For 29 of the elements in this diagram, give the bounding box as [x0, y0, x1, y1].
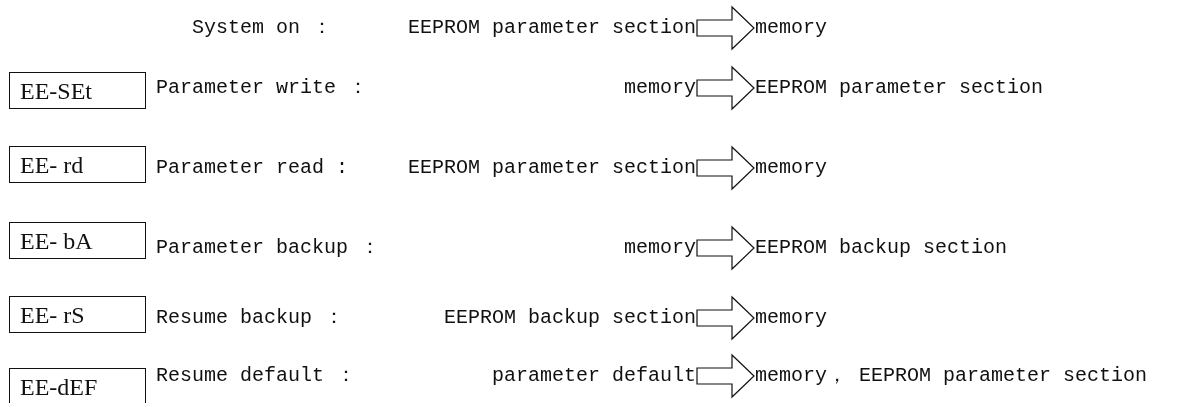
display-code-box: EE-dEF	[9, 368, 146, 403]
source-text: EEPROM backup section	[443, 306, 696, 330]
function-label: Resume default ：	[156, 364, 357, 388]
display-code-box: EE-SEt	[9, 72, 146, 109]
source-text: parameter default	[491, 364, 696, 388]
source-text: EEPROM parameter section	[407, 16, 696, 40]
destination-text: memory	[755, 16, 827, 40]
block-arrow	[696, 353, 755, 399]
function-label: Parameter write ：	[156, 76, 369, 100]
function-label: Parameter read :	[156, 156, 349, 180]
display-code-box: EE- rd	[9, 146, 146, 183]
display-code-box: EE- rS	[9, 296, 146, 333]
function-label: Parameter backup ：	[156, 236, 381, 260]
destination-text: memory	[755, 306, 827, 330]
source-text: memory	[624, 236, 696, 260]
destination-text: EEPROM backup section	[755, 236, 1008, 260]
function-label: System on ：	[192, 16, 333, 40]
source-text: EEPROM parameter section	[407, 156, 696, 180]
block-arrow	[696, 145, 755, 191]
destination-text: memory	[755, 156, 827, 180]
display-code-box: EE- bA	[9, 222, 146, 259]
destination-text: memory， EEPROM parameter section	[755, 364, 1148, 388]
destination-text: EEPROM parameter section	[755, 76, 1044, 100]
block-arrow	[696, 65, 755, 111]
function-label: Resume backup ：	[156, 306, 345, 330]
block-arrow	[696, 5, 755, 51]
block-arrow	[696, 295, 755, 341]
source-text: memory	[624, 76, 696, 100]
block-arrow	[696, 225, 755, 271]
